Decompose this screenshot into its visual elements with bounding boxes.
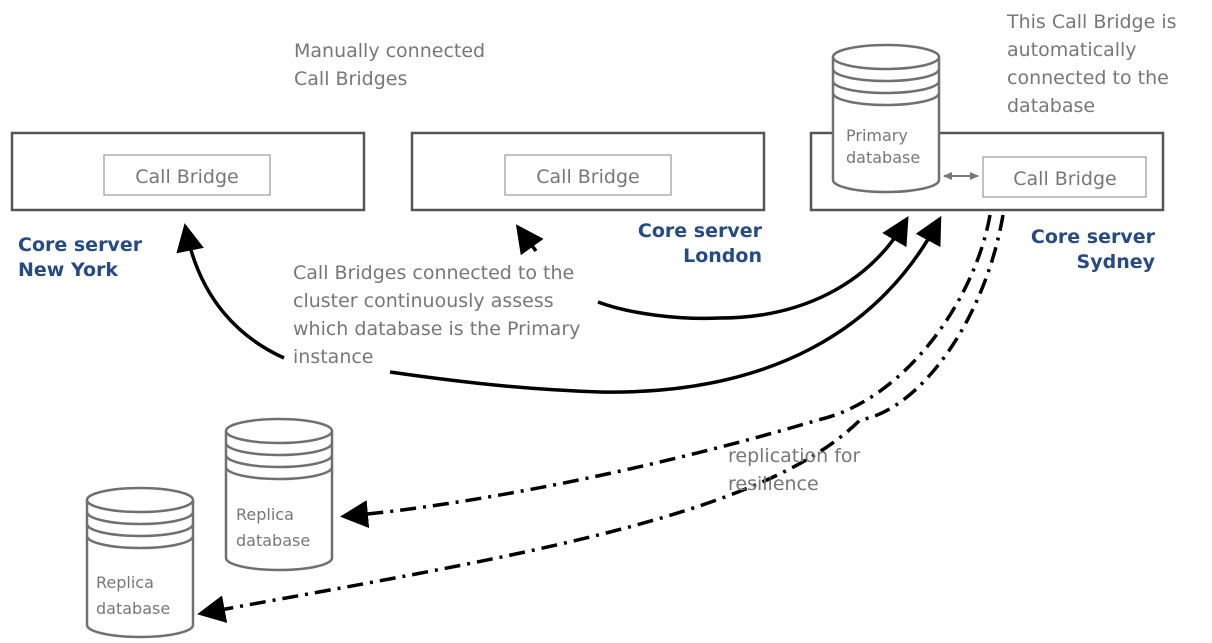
replication-arrow-1 bbox=[340, 214, 992, 529]
call-bridge-label: Call Bridge bbox=[1013, 168, 1116, 190]
auto-connection-note: This Call Bridge is automatically connec… bbox=[1006, 11, 1177, 117]
note-line: replication for bbox=[728, 445, 861, 467]
database-label-line2: database bbox=[96, 599, 170, 618]
note-line: Call Bridges connected to the bbox=[293, 262, 574, 284]
primary-database: Primary database bbox=[831, 43, 941, 194]
call-bridge-label: Call Bridge bbox=[135, 166, 238, 188]
server-name-line1: Core server bbox=[638, 220, 763, 242]
call-bridge-box bbox=[504, 154, 672, 196]
database-label-line1: Primary bbox=[846, 126, 908, 145]
replica-database-1: Replica database bbox=[224, 417, 334, 572]
note-line: Manually connected bbox=[294, 40, 485, 62]
replication-arrow-2 bbox=[197, 214, 1005, 623]
server-name-line1: Core server bbox=[1031, 226, 1156, 248]
call-bridge-box bbox=[103, 154, 271, 196]
assess-arrow-sydney-upper bbox=[597, 215, 909, 321]
database-label-line2: database bbox=[236, 531, 310, 550]
server-name-line2: New York bbox=[18, 259, 118, 281]
replication-note: replication for resilience bbox=[728, 445, 861, 495]
server-name-line2: Sydney bbox=[1077, 251, 1156, 273]
manual-connection-note: Manually connected Call Bridges bbox=[294, 40, 485, 90]
database-label-line1: Replica bbox=[96, 573, 154, 592]
assess-arrow-sydney-lower bbox=[389, 215, 942, 394]
call-bridge-label: Call Bridge bbox=[536, 166, 639, 188]
core-server-new-york: Call Bridge Core server New York bbox=[10, 131, 366, 281]
note-line: which database is the Primary bbox=[293, 318, 580, 340]
note-line: cluster continuously assess bbox=[293, 290, 554, 312]
server-name-line1: Core server bbox=[18, 234, 143, 256]
database-label-line2: database bbox=[846, 148, 920, 167]
note-line: connected to the bbox=[1007, 67, 1169, 89]
assess-note: Call Bridges connected to the cluster co… bbox=[293, 262, 580, 368]
note-line: automatically bbox=[1007, 39, 1137, 61]
assess-arrow-new-york bbox=[176, 223, 285, 360]
server-name-line2: London bbox=[683, 245, 762, 267]
database-label-line1: Replica bbox=[236, 505, 294, 524]
note-line: resilience bbox=[728, 473, 819, 495]
assess-arrow-london bbox=[515, 224, 544, 256]
note-line: instance bbox=[293, 346, 374, 368]
call-bridge-box bbox=[982, 156, 1147, 198]
core-server-london: Call Bridge Core server London bbox=[410, 131, 766, 267]
note-line: This Call Bridge is bbox=[1006, 11, 1177, 33]
replica-database-2: Replica database bbox=[85, 486, 195, 639]
note-line: database bbox=[1007, 95, 1095, 117]
note-line: Call Bridges bbox=[294, 68, 407, 90]
